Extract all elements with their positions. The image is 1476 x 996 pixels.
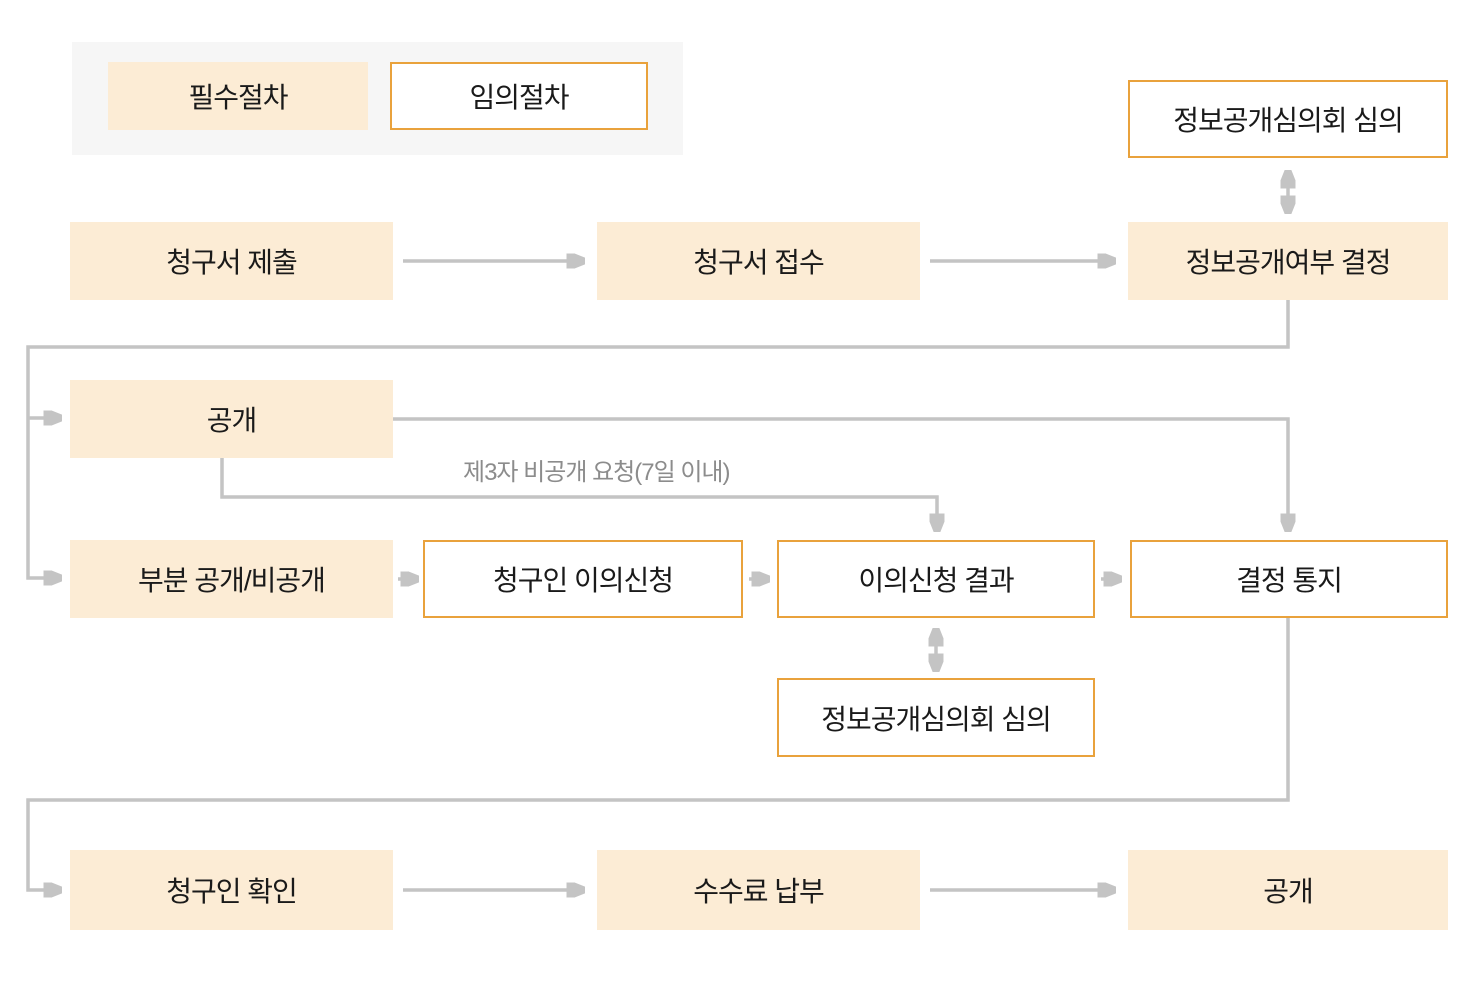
- rail-third-party-request: [220, 458, 937, 530]
- node-final-disclosure: 공개: [1128, 850, 1448, 930]
- node-decision-notice: 결정 통지: [1130, 540, 1448, 618]
- legend-required-procedure: 필수절차: [108, 62, 368, 130]
- node-appeal-result: 이의신청 결과: [777, 540, 1095, 618]
- node-fee-payment: 수수료 납부: [597, 850, 920, 930]
- node-committee-review-bottom: 정보공개심의회 심의: [777, 678, 1095, 757]
- legend: 필수절차 임의절차: [72, 42, 683, 155]
- rail-disclosure-to-decision-notice: [393, 417, 1288, 530]
- third-party-request-label: 제3자 비공개 요청(7일 이내): [463, 459, 730, 486]
- rail-decision-to-partial-disclosure: [26, 300, 1290, 578]
- node-claimant-appeal: 청구인 이의신청: [423, 540, 743, 618]
- rail-notice-to-verification: [26, 618, 1290, 890]
- legend-optional-procedure: 임의절차: [390, 62, 648, 130]
- node-partial-disclosure: 부분 공개/비공개: [70, 540, 393, 618]
- node-claimant-verification: 청구인 확인: [70, 850, 393, 930]
- node-disclosure: 공개: [70, 380, 393, 458]
- node-disclosure-decision: 정보공개여부 결정: [1128, 222, 1448, 300]
- node-submit-request: 청구서 제출: [70, 222, 393, 300]
- node-receive-request: 청구서 접수: [597, 222, 920, 300]
- node-committee-review-top: 정보공개심의회 심의: [1128, 80, 1448, 158]
